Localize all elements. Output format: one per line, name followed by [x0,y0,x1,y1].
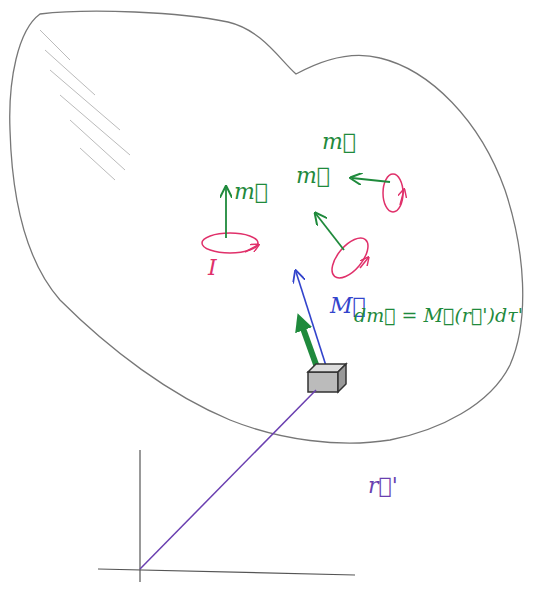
magnetization-arrow [296,272,328,372]
moment-label: m⃗ [234,180,268,204]
axis [139,450,140,582]
hatching [40,30,130,180]
position-label: r⃗' [368,474,398,498]
moment-label: m⃗ [322,130,356,154]
moment-arrow [316,214,344,250]
body-outline [10,11,523,443]
current-loop [202,233,258,253]
current-arrow [360,258,368,268]
current-loop [383,174,403,212]
current-loop [325,232,374,284]
dm-arrow [300,320,318,370]
moment-arrow [352,178,390,182]
current-arrow [400,190,404,205]
moment-label: m⃗ [296,164,330,188]
volume-element [308,364,346,392]
dm-formula: dm⃗ = M⃗(r⃗')dτ' [354,305,523,326]
current-label: I [208,256,217,280]
current-arrow [245,245,258,252]
moment-arrow [225,188,227,238]
position-vector [140,390,316,569]
axis [98,569,355,575]
